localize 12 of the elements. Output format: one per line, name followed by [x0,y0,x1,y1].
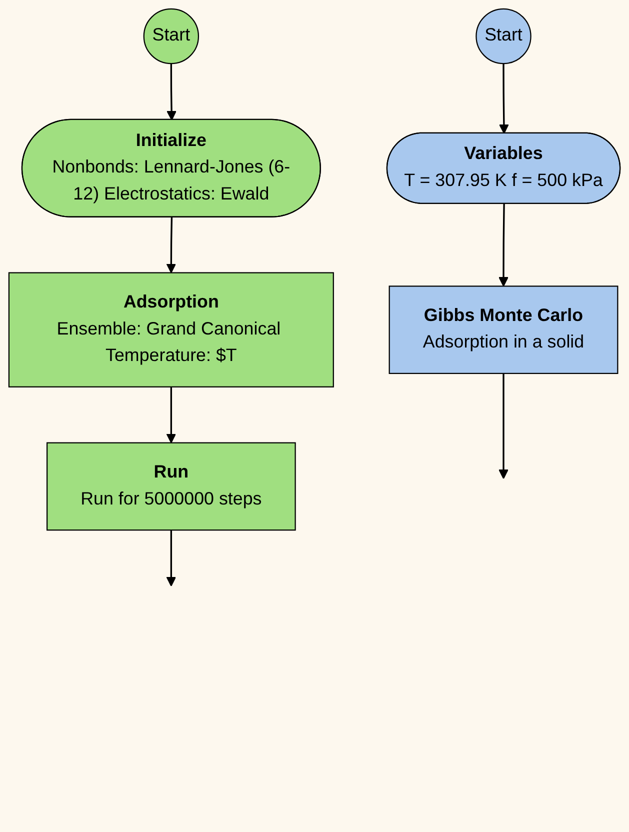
node-circle: Start [143,8,200,64]
node-circle: Start [476,8,532,64]
arrow [498,204,508,287]
arrow [166,64,176,120]
arrow [166,386,176,444]
arrow [166,530,176,586]
arrow [166,217,176,274]
arrow [499,64,509,134]
node-box: Gibbs Monte Carlo Adsorption in a solid [388,286,618,374]
node-box: Run Run for 5000000 steps [46,442,296,531]
node-box: Adsorption Ensemble: Grand Canonical Temperature: $T [8,272,334,388]
arrow [498,373,508,480]
